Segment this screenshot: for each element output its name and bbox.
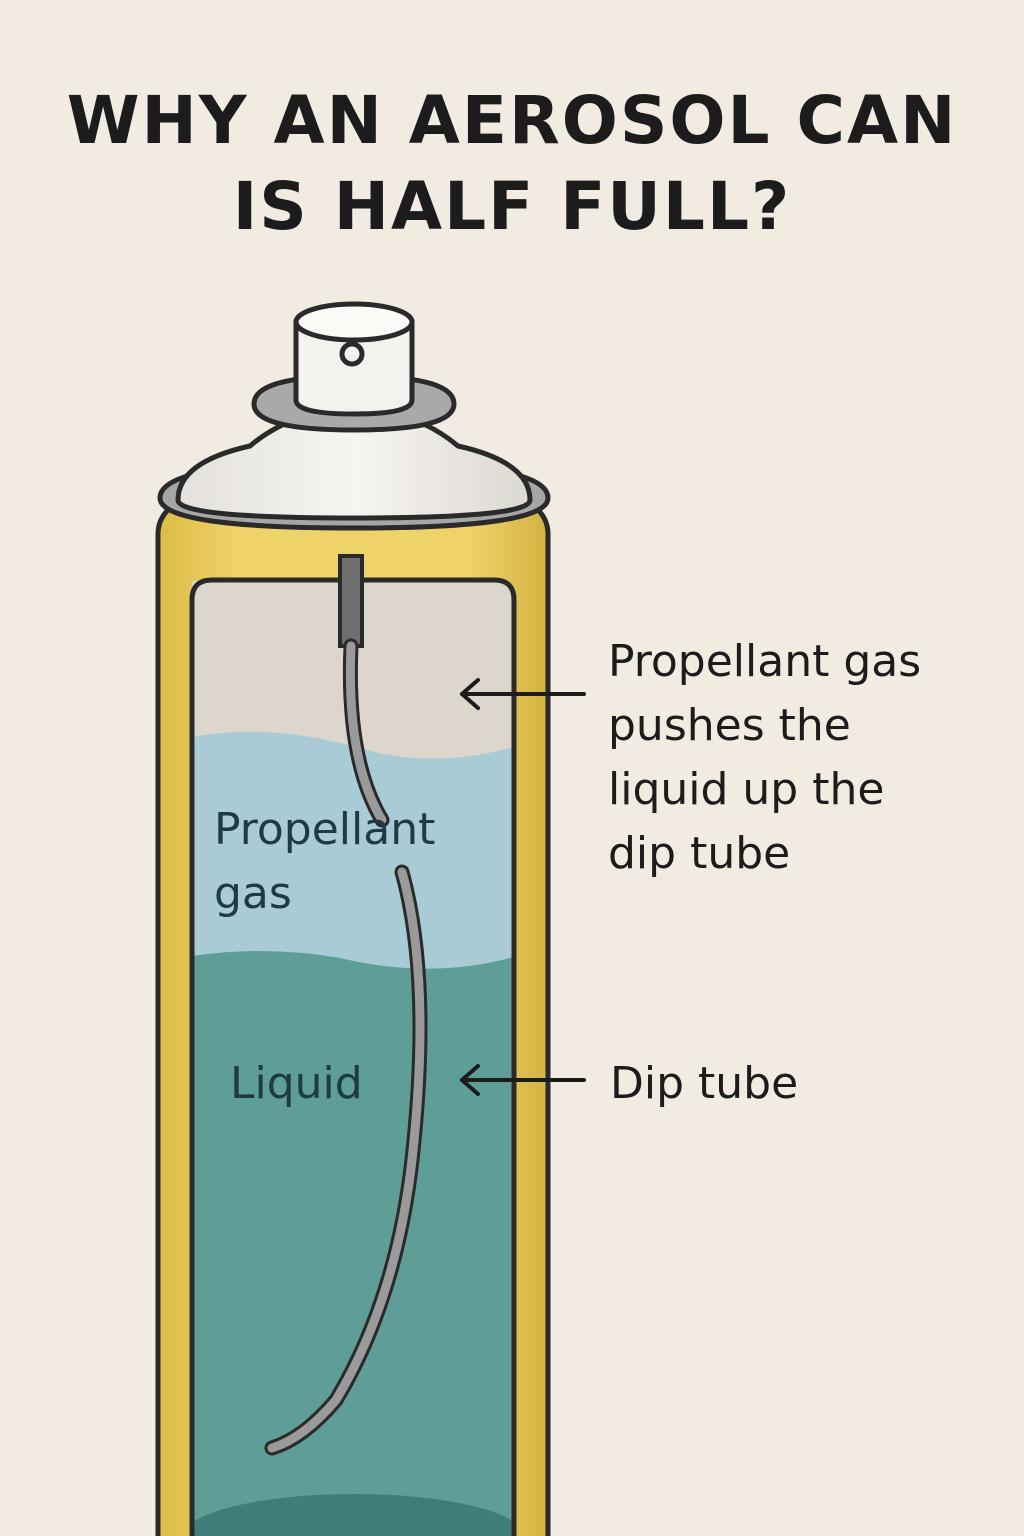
liquid-bottom	[192, 1494, 514, 1536]
nozzle-top	[293, 301, 415, 343]
nozzle-orifice	[339, 341, 365, 367]
title-line-1: WHY AN AEROSOL CAN	[66, 82, 958, 159]
liquid-layer	[192, 951, 514, 1536]
callout-dip-tube: Dip tube	[610, 1058, 799, 1109]
label-liquid-inner: Liquid	[230, 1058, 363, 1109]
callout-gas-line-2: pushes the	[608, 700, 851, 751]
label-gas-inner-line-1: Propellant	[214, 804, 436, 855]
valve-stem	[338, 554, 364, 648]
arrow-dip-tube-callout	[460, 1064, 586, 1096]
callout-propellant-gas: Propellant gas pushes the liquid up the …	[608, 630, 921, 886]
label-gas-inner-line-2: gas	[214, 868, 292, 919]
arrow-gas-callout	[460, 678, 586, 710]
callout-gas-line-4: dip tube	[608, 828, 791, 879]
can-dome	[175, 403, 533, 521]
callout-gas-line-3: liquid up the	[608, 764, 885, 815]
label-propellant-gas-inner: Propellant gas	[214, 798, 435, 926]
nozzle-actuator	[293, 319, 415, 417]
window-outline	[189, 577, 517, 1536]
title-line-2: IS HALF FULL?	[232, 168, 792, 245]
callout-gas-line-1: Propellant gas	[608, 636, 922, 687]
